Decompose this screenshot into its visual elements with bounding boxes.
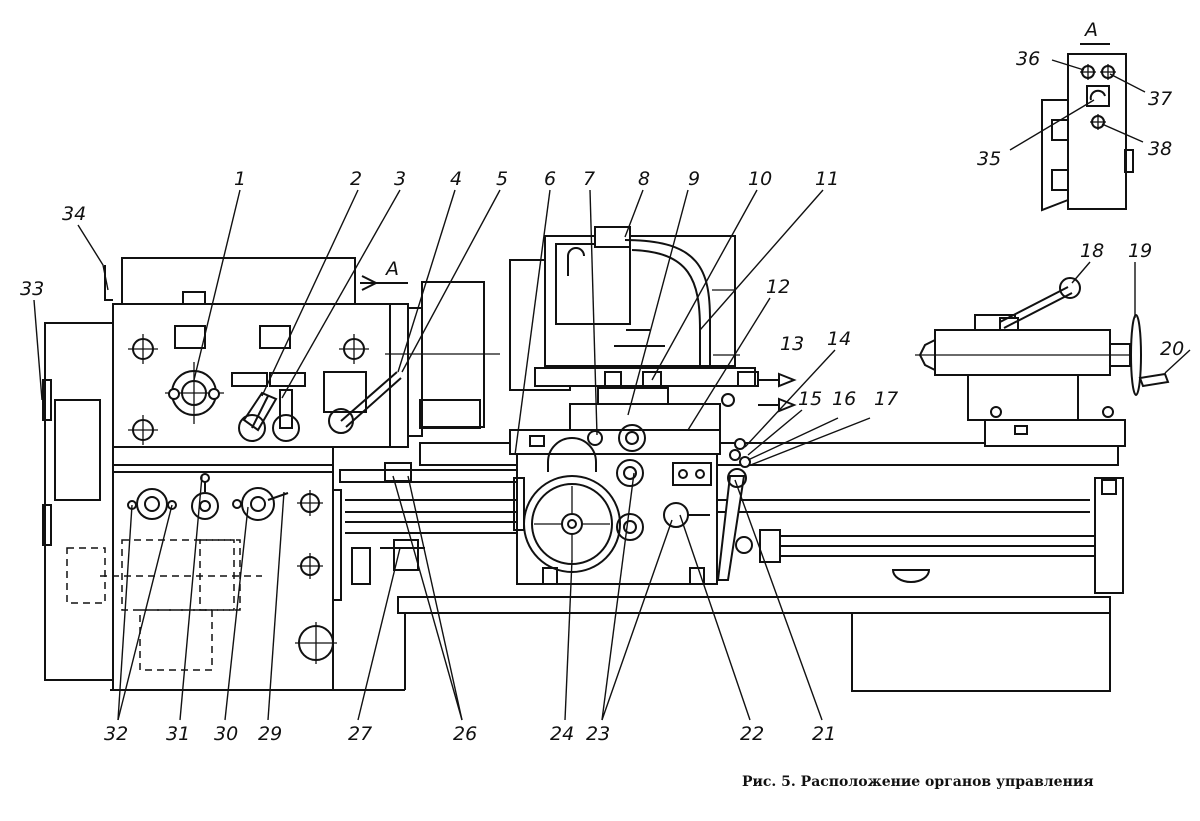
callout-12: 12 xyxy=(766,276,790,298)
callout-32: 32 xyxy=(104,723,128,745)
figure-caption: Рис. 5. Расположение органов управления xyxy=(742,774,1094,790)
callout-18: 18 xyxy=(1080,240,1104,262)
inset-view-a xyxy=(1041,43,1134,212)
callout-37: 37 xyxy=(1148,88,1172,110)
gearbox xyxy=(66,446,342,691)
callout-27: 27 xyxy=(348,723,372,745)
callout-13: 13 xyxy=(780,333,804,355)
callout-29: 29 xyxy=(258,723,282,745)
callout-6: 6 xyxy=(544,168,556,190)
callout-26: 26 xyxy=(453,723,477,745)
leader-lines xyxy=(33,59,1191,721)
drive-cabinet xyxy=(42,265,114,681)
callout-1: 1 xyxy=(234,168,246,190)
callout-8: 8 xyxy=(638,168,650,190)
callout-35: 35 xyxy=(977,148,1001,170)
callout-30: 30 xyxy=(214,723,238,745)
callout-labels: 1 2 3 4 5 6 7 8 9 10 11 12 13 14 15 16 1… xyxy=(20,19,1184,745)
callout-38: 38 xyxy=(1148,138,1172,160)
callout-5: 5 xyxy=(496,168,508,190)
inset-view-title: А xyxy=(1083,19,1098,41)
tailstock xyxy=(915,277,1170,435)
chuck xyxy=(385,281,500,437)
callout-19: 19 xyxy=(1128,240,1152,262)
callout-17: 17 xyxy=(874,388,898,410)
callout-24: 24 xyxy=(550,723,574,745)
callout-9: 9 xyxy=(688,168,700,190)
callout-14: 14 xyxy=(827,328,851,350)
callout-2: 2 xyxy=(350,168,362,190)
callout-20: 20 xyxy=(1160,338,1184,360)
callout-7: 7 xyxy=(583,168,595,190)
callout-16: 16 xyxy=(832,388,856,410)
callout-33: 33 xyxy=(20,278,44,300)
callout-21: 21 xyxy=(812,723,836,745)
headstock xyxy=(112,257,409,448)
callout-36: 36 xyxy=(1016,48,1040,70)
callout-15: 15 xyxy=(798,388,822,410)
callout-11: 11 xyxy=(815,168,839,190)
callout-4: 4 xyxy=(450,168,462,190)
callout-23: 23 xyxy=(586,723,610,745)
callout-34: 34 xyxy=(62,203,86,225)
carriage xyxy=(509,226,797,435)
view-direction-marker: А xyxy=(384,258,399,280)
callout-22: 22 xyxy=(740,723,764,745)
callout-3: 3 xyxy=(394,168,406,190)
callout-10: 10 xyxy=(748,168,772,190)
callout-31: 31 xyxy=(166,723,190,745)
